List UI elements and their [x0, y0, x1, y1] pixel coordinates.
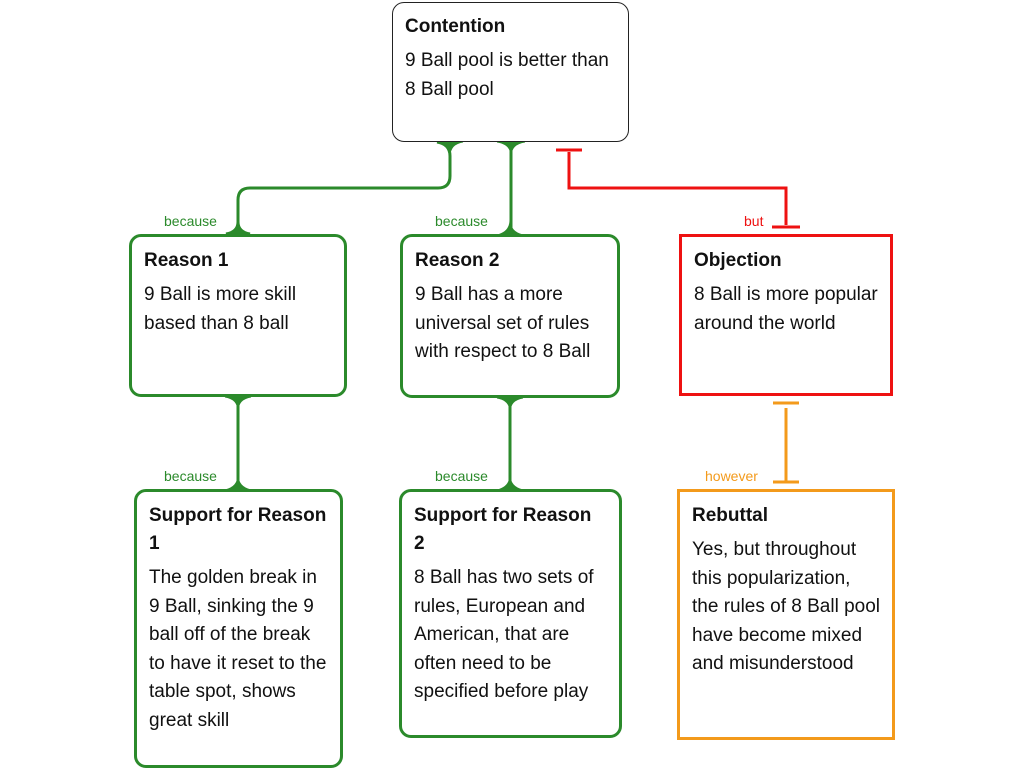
link-label-support2: because [435, 468, 488, 484]
link-label-reason2: because [435, 213, 488, 229]
connector-objection-contention [567, 152, 788, 225]
objection-node[interactable]: Objection 8 Ball is more popular around … [679, 234, 893, 396]
rebuttal-title: Rebuttal [692, 505, 768, 526]
connector-support1-end-flare [224, 474, 252, 491]
rebuttal-node[interactable]: Rebuttal Yes, but throughout this popula… [677, 489, 895, 740]
connector-contention-reason1 [225, 140, 452, 236]
support1-body: The golden break in 9 Ball, sinking the … [149, 567, 327, 731]
support1-node[interactable]: Support for Reason 1 The golden break in… [134, 489, 343, 768]
link-label-reason1: because [164, 213, 217, 229]
contention-title: Contention [405, 16, 506, 37]
reason2-body: 9 Ball has a more universal set of rules… [415, 284, 591, 362]
connector-reason1-end-flare [225, 219, 251, 236]
connector-support2-end-flare [496, 474, 524, 491]
link-label-objection: but [744, 213, 764, 229]
objection-body: 8 Ball is more popular around the world [694, 284, 878, 334]
contention-body: 9 Ball pool is better than 8 Ball pool [405, 50, 609, 100]
support2-title: Support for Reason 2 [414, 505, 592, 554]
support2-body: 8 Ball has two sets of rules, European a… [414, 567, 594, 702]
support1-title: Support for Reason 1 [149, 505, 327, 554]
connector-reason1-support1-top-flare [224, 396, 252, 412]
connector-contention-reason1-flare [436, 141, 464, 157]
reason2-node[interactable]: Reason 2 9 Ball has a more universal set… [400, 234, 620, 398]
reason1-title: Reason 1 [144, 250, 229, 271]
contention-node[interactable]: Contention 9 Ball pool is better than 8 … [392, 2, 629, 142]
link-label-rebuttal: however [705, 468, 758, 484]
support2-node[interactable]: Support for Reason 2 8 Ball has two sets… [399, 489, 622, 738]
reason2-title: Reason 2 [415, 250, 500, 271]
reason1-body: 9 Ball is more skill based than 8 ball [144, 284, 297, 334]
connector-contention-reason2-top-flare [496, 141, 526, 157]
connector-reason2-support2-top-flare [496, 397, 524, 413]
rebuttal-body: Yes, but throughout this popularization,… [692, 539, 881, 674]
reason1-node[interactable]: Reason 1 9 Ball is more skill based than… [129, 234, 347, 397]
link-label-support1: because [164, 468, 217, 484]
connector-reason2-end-flare [496, 219, 524, 236]
objection-title: Objection [694, 250, 782, 271]
